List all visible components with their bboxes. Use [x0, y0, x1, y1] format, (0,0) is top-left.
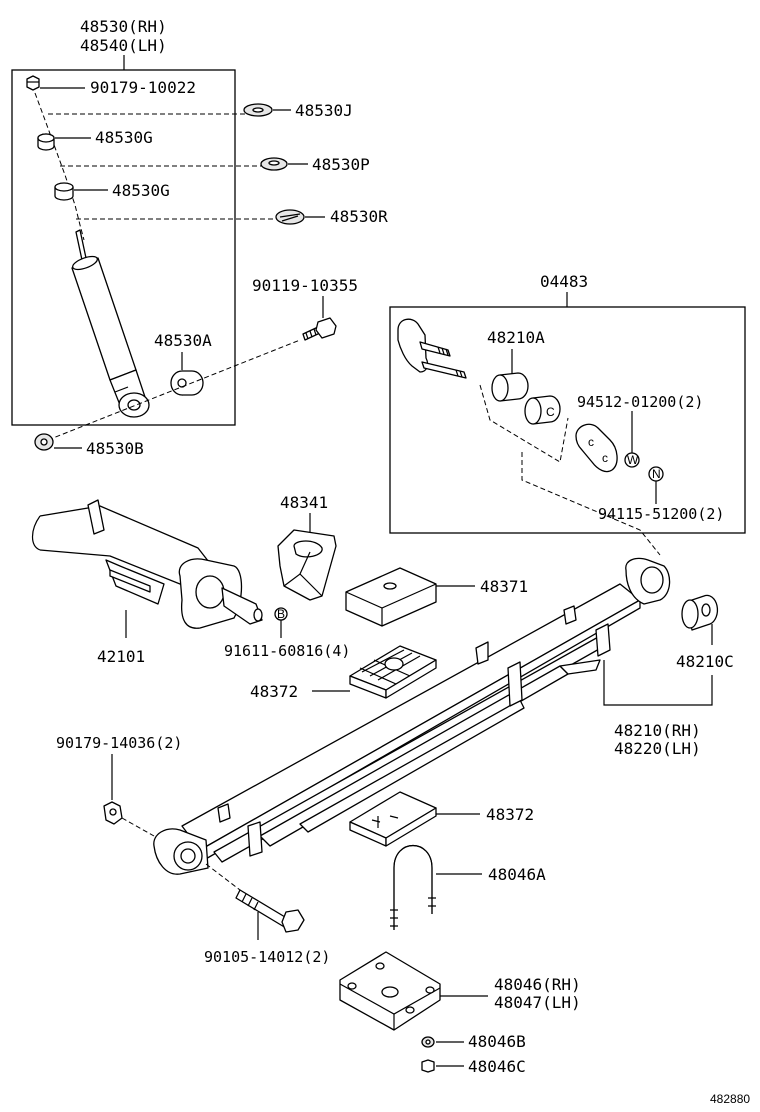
shock-absorber-body [71, 229, 150, 418]
shackle-plate-part [397, 318, 467, 379]
retainer-r-part [275, 209, 305, 225]
pad-upper-part [349, 645, 437, 699]
label-retainer-r[interactable]: 48530R [330, 207, 388, 226]
label-nut-c[interactable]: 48046C [468, 1057, 526, 1076]
label-retainer-p[interactable]: 48530P [312, 155, 370, 174]
label-bolt-bracket[interactable]: 91611-60816(4) [224, 642, 350, 660]
shackle-kit-box [389, 306, 746, 534]
label-bushing-a[interactable]: 48530A [154, 331, 212, 350]
nut-w-part: W [624, 452, 640, 468]
u-bolt-part [390, 844, 436, 930]
shackle-bush-a-part [491, 372, 529, 402]
marker-w: W [627, 453, 639, 467]
washer-b-part [421, 1036, 435, 1048]
diagram-ref-number: 482880 [710, 1092, 750, 1106]
cushion-g1-part [37, 133, 55, 151]
label-seat-rh[interactable]: 48046(RH) [494, 975, 581, 994]
label-axle[interactable]: 42101 [97, 647, 145, 666]
cushion-g2-part [54, 182, 74, 201]
svg-text:c: c [588, 435, 594, 449]
leader-leaf [603, 660, 713, 706]
nut-c-part [421, 1059, 435, 1073]
label-kit-title[interactable]: 04483 [540, 272, 588, 291]
bumper-part [345, 567, 437, 627]
nut-b-part [34, 433, 54, 451]
label-bolt-front[interactable]: 90105-14012(2) [204, 948, 330, 966]
label-seat-lh[interactable]: 48047(LH) [494, 993, 581, 1012]
label-nut-b-kit[interactable]: 94115-51200(2) [598, 505, 724, 523]
shock-absorber-group: 48530(RH) 48540(LH) 90179-10022 48530G [11, 17, 388, 458]
washer-j-part [243, 103, 273, 117]
label-bumper-bracket[interactable]: 48341 [280, 493, 328, 512]
spring-seat-part [339, 951, 441, 1031]
label-bumper[interactable]: 48371 [480, 577, 528, 596]
label-washer-j[interactable]: 48530J [295, 101, 353, 120]
label-cushion-g2[interactable]: 48530G [112, 181, 170, 200]
label-u-bolt[interactable]: 48046A [488, 865, 546, 884]
bush-c-part [681, 594, 719, 631]
label-shock-lh[interactable]: 48540(LH) [80, 36, 167, 55]
bushing-a-part [170, 370, 204, 396]
shackle-bush-c-part: C [524, 395, 561, 425]
label-leaf-lh[interactable]: 48220(LH) [614, 739, 701, 758]
marker-c: C [546, 405, 555, 419]
label-shackle-bush[interactable]: 48210A [487, 328, 545, 347]
label-bolt-upper[interactable]: 90119-10355 [252, 276, 358, 295]
shackle-kit-group: 04483 48210A C c c [389, 272, 746, 556]
label-washer-b[interactable]: 48046B [468, 1032, 526, 1051]
label-nut-front[interactable]: 90179-14036(2) [56, 734, 182, 752]
nut-top-part [26, 75, 40, 91]
bolt-bracket-part: B [274, 607, 288, 621]
bumper-bracket-part [277, 529, 337, 601]
nut-front-part [103, 801, 123, 825]
retainer-p-part [260, 157, 288, 171]
axle-housing-part [31, 499, 263, 629]
pad-lower-part [349, 791, 437, 847]
svg-text:c: c [602, 451, 608, 465]
marker-n: N [652, 467, 661, 481]
label-bush-c[interactable]: 48210C [676, 652, 734, 671]
label-cushion-g1[interactable]: 48530G [95, 128, 153, 147]
marker-b: B [277, 607, 285, 621]
inner-plate-part: c c [575, 423, 618, 473]
nut-n-part: N [648, 466, 664, 482]
label-shock-rh[interactable]: 48530(RH) [80, 17, 167, 36]
label-leaf-rh[interactable]: 48210(RH) [614, 721, 701, 740]
bolt-upper-part [302, 317, 337, 341]
leaf-spring-part [153, 557, 671, 875]
shock-kit-box [11, 69, 236, 426]
label-pad-lower[interactable]: 48372 [486, 805, 534, 824]
label-nut-b[interactable]: 48530B [86, 439, 144, 458]
bolt-front-part [235, 889, 305, 933]
label-pad-upper[interactable]: 48372 [250, 682, 298, 701]
label-nut-a[interactable]: 94512-01200(2) [577, 393, 703, 411]
label-nut-top[interactable]: 90179-10022 [90, 78, 196, 97]
